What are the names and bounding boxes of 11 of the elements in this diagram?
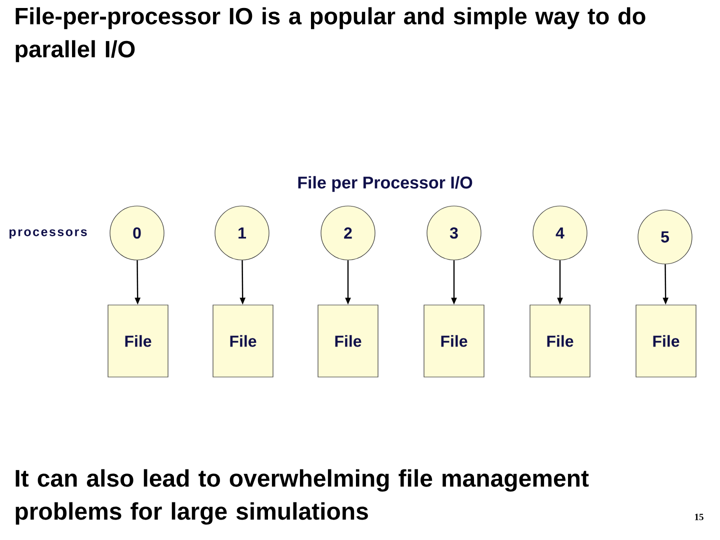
file-box: File xyxy=(108,304,168,378)
file-box: File xyxy=(318,304,378,378)
file-box: File xyxy=(636,304,696,378)
row-label: processors xyxy=(10,229,87,239)
file-box: File xyxy=(212,304,274,378)
file-box: File xyxy=(530,304,590,378)
title: File-per-processor IO is a popular and simple way to do parallel I/O xyxy=(16,7,646,62)
diagram-heading: File per Processor I/O xyxy=(298,176,472,192)
caption: It can also lead to overwhelming file management problems for large simulations xyxy=(16,469,589,525)
page-number: 15 xyxy=(695,514,704,520)
file-box: File xyxy=(424,304,484,378)
